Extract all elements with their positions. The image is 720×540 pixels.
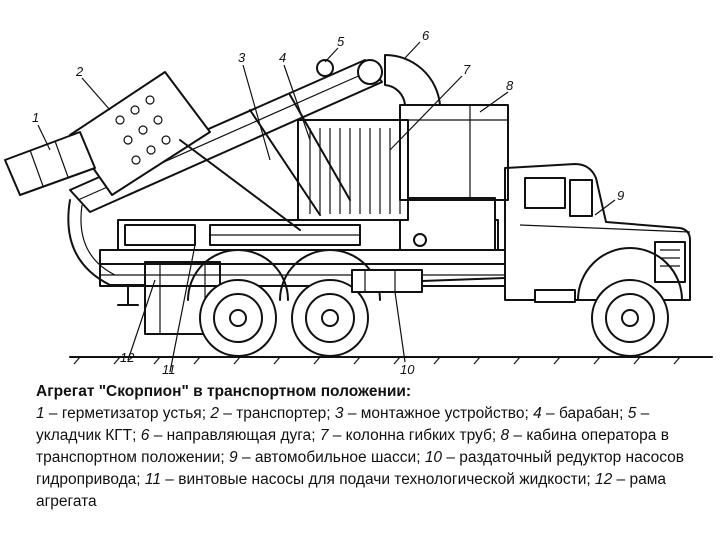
boom-assembly: [4, 59, 383, 231]
caption-item-number: 9: [229, 449, 238, 466]
caption-item-number: 8: [500, 427, 510, 444]
callout-label: 2: [75, 64, 84, 79]
caption-items: 1 – герметизатор устья; 2 – транспортер;…: [36, 405, 685, 510]
caption-item-text: колонна гибких труб: [345, 427, 492, 444]
caption-item-number: 10: [424, 449, 443, 466]
caption-item-text: раздаточный редуктор насосов гидропривод…: [36, 449, 685, 488]
callouts: [37, 41, 616, 373]
caption-title: Агрегат "Скорпион" в транспортном положе…: [36, 383, 412, 400]
callout-label: 4: [279, 50, 286, 65]
caption-item-text: направляющая дуга: [166, 427, 312, 444]
caption-item-number: 4: [533, 405, 542, 422]
caption-item-text: укладчик КГТ: [36, 427, 133, 444]
ground-hatch: [73, 356, 681, 365]
wheel-rear-1: [199, 279, 277, 357]
caption-item-text: рама агрегата: [36, 471, 667, 510]
wheel-front: [577, 247, 683, 357]
caption-item-text: транспортер: [236, 405, 327, 422]
rear-cradle: [67, 199, 146, 306]
caption-item-number: 5: [627, 405, 637, 422]
cab: [504, 163, 691, 303]
caption-item-number: 11: [144, 471, 161, 488]
caption-item-number: 7: [319, 427, 329, 444]
caption-item-text: монтажное устройство: [360, 405, 525, 422]
screw-pumps: [117, 197, 499, 251]
callout-label: 6: [422, 28, 430, 43]
caption-item-text: барабан: [558, 405, 620, 422]
callout-label: 12: [120, 350, 135, 365]
transfer-gearbox: [351, 269, 506, 293]
drum: [297, 119, 409, 221]
operator-cabin: [399, 104, 509, 201]
callout-label: 5: [337, 34, 345, 49]
hose-layer: [316, 59, 383, 85]
callout-label: 9: [617, 188, 624, 203]
caption-item-text: герметизатор устья: [61, 405, 202, 422]
callout-label: 8: [506, 78, 514, 93]
wheel-rear-2: [291, 279, 369, 357]
guide-arc: [384, 53, 441, 106]
callout-label: 10: [400, 362, 415, 375]
callout-label: 3: [238, 50, 246, 65]
caption-item-number: 6: [140, 427, 150, 444]
caption-item-text: автомобильное шасси: [254, 449, 417, 466]
caption-item-text: кабина оператора в транспортном положени…: [36, 427, 669, 466]
caption-item-number: 2: [210, 405, 219, 422]
callout-label: 11: [162, 362, 176, 375]
callout-label: 7: [463, 62, 471, 77]
caption-item-number: 3: [334, 405, 344, 422]
caption-item-text: винтовые насосы для подачи технологическ…: [178, 471, 587, 488]
caption-item-number: 1: [36, 405, 45, 422]
truck-diagram: 1 2 3 4 5 6 7 8 9 10 11 12: [4, 28, 713, 375]
figure-caption: Агрегат "Скорпион" в транспортном положе…: [36, 381, 716, 513]
callout-label: 1: [32, 110, 39, 125]
caption-item-number: 12: [595, 471, 613, 488]
